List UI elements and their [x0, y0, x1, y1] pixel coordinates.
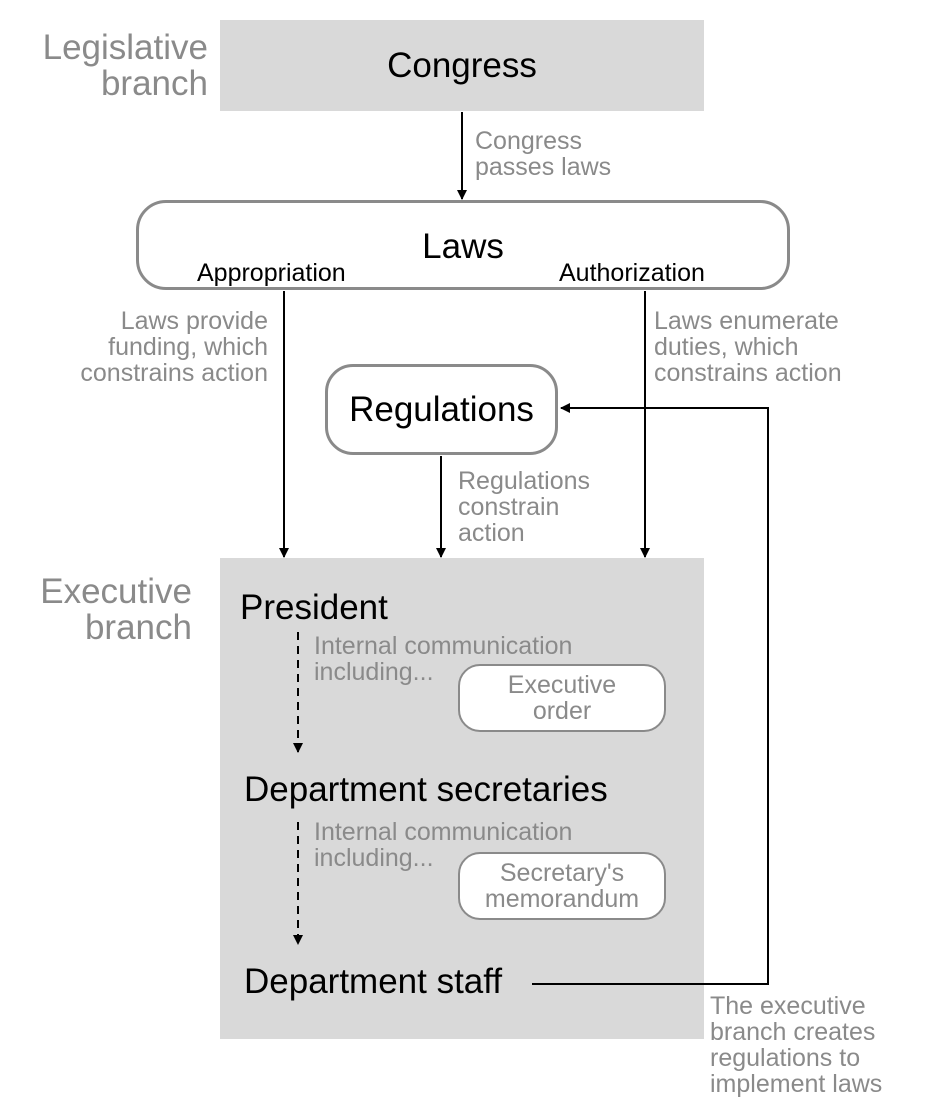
creates-regulations-note: The executive branch creates regulations… [710, 992, 883, 1098]
authorization-label: Authorization [559, 259, 705, 287]
internal-communication-note-1: Internal communication including... [314, 632, 573, 686]
congress-box: Congress [220, 20, 704, 111]
regulations-box: Regulations [325, 364, 558, 455]
laws-title: Laws [422, 227, 504, 266]
legislative-branch-label: Legislative branch [42, 28, 208, 103]
department-staff-node: Department staff [244, 962, 503, 1001]
congress-passes-laws-note: Congress passes laws [475, 127, 612, 181]
internal-communication-note-2: Internal communication including... [314, 818, 573, 872]
secretary-memorandum-pill: Secretary's memorandum [458, 852, 666, 920]
congress-title: Congress [387, 45, 537, 85]
regulations-constrain-note: Regulations constrain action [458, 467, 591, 547]
appropriation-label: Appropriation [197, 259, 346, 287]
executive-branch-label: Executive branch [40, 572, 192, 647]
executive-order-pill: Executive order [458, 664, 666, 732]
regulations-title: Regulations [349, 389, 534, 429]
duties-note: Laws enumerate duties, which constrains … [654, 307, 842, 387]
funding-note: Laws provide funding, which constrains a… [80, 307, 268, 387]
arrow-staff-to-regulations [532, 403, 769, 985]
laws-box: Laws Appropriation Authorization [136, 200, 790, 290]
executive-branch-box [220, 558, 704, 1039]
president-node: President [240, 588, 388, 627]
department-secretaries-node: Department secretaries [244, 770, 608, 809]
